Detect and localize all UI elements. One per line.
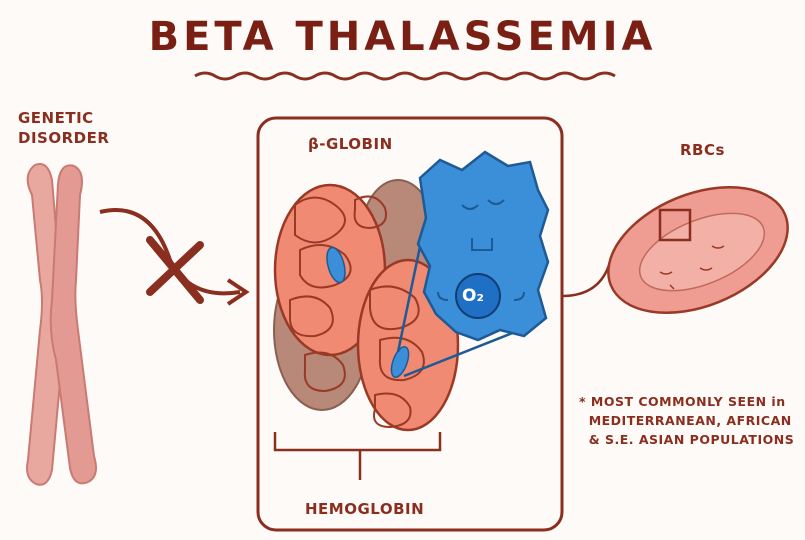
- title-underline: [195, 73, 615, 79]
- blocked-arrow: [100, 210, 246, 304]
- hemoglobin-label: HEMOGLOBIN: [305, 500, 424, 518]
- beta-globin-label: β-GLOBIN: [308, 135, 393, 153]
- hemoglobin-bracket: [275, 432, 440, 480]
- rbc-icon: [590, 163, 805, 337]
- chromosome-icon: [27, 164, 96, 485]
- heme-pocket-icon: [418, 152, 548, 340]
- rbcs-label: RBCs: [680, 141, 725, 159]
- oxygen-label: O₂: [462, 286, 484, 306]
- diagram-title: BETA THALASSEMIA: [0, 14, 805, 60]
- genetic-disorder-label: GENETIC DISORDER: [18, 108, 109, 148]
- population-note: * MOST COMMONLY SEEN in MEDITERRANEAN, A…: [579, 392, 794, 449]
